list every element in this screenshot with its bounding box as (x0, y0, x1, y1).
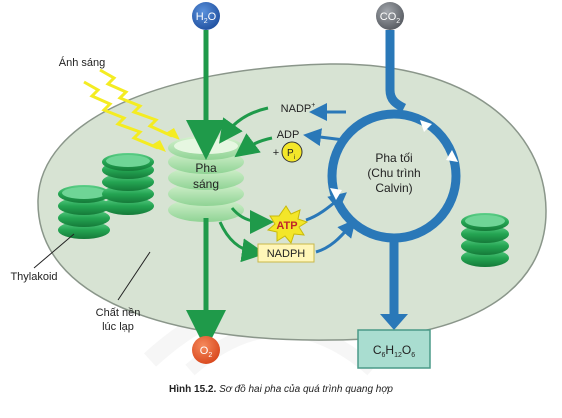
adp-label: ADP (277, 129, 300, 141)
svg-text:H2O: H2O (196, 11, 217, 25)
h2o-molecule: H2O (192, 2, 220, 30)
figure-number: Hình 15.2. (169, 384, 217, 395)
svg-text:O2: O2 (200, 345, 213, 359)
h2o-o: O (208, 11, 217, 23)
h2o-h: H (196, 11, 204, 23)
o2-molecule: O2 (192, 336, 220, 364)
light-to-atp-arrow (230, 207, 274, 234)
thylakoid-label: Thylakoid (10, 271, 57, 283)
dark-phase-label-1: Pha tối (375, 151, 412, 165)
cycle-arrow-head-left (330, 188, 342, 200)
o2-o: O (200, 345, 209, 357)
cycle-arrow-head-top (420, 120, 432, 132)
svg-text:CO2: CO2 (380, 11, 401, 25)
dark-phase-label-2: (Chu trình (367, 166, 420, 180)
stroma-label-1: Chất nền (96, 307, 141, 319)
light-phase-label-2: sáng (193, 177, 219, 191)
figure-caption: Hình 15.2. Sơ đồ hai pha của quá trình q… (0, 384, 562, 395)
light-to-nadph-arrow (218, 221, 266, 263)
dark-phase-label-3: Calvin) (375, 181, 412, 195)
nadph-box: NADPH (257, 243, 315, 263)
grana-stack-right (461, 213, 509, 267)
o2-sub: 2 (208, 352, 212, 359)
atp-label: ATP (276, 220, 297, 232)
pi-plus-label: + (273, 147, 279, 159)
glucose-output-arrowhead (380, 314, 408, 330)
figure-caption-text: Sơ đồ hai pha của quá trình quang hợp (219, 384, 393, 395)
glucose-box: C6H12O6 (357, 329, 431, 369)
grana-stack-middle (102, 153, 154, 215)
co2-input-arrow (385, 30, 407, 113)
nadph-label: NADPH (267, 248, 306, 260)
adp-to-light-arrow (234, 133, 273, 158)
svg-text:C6H12O6: C6H12O6 (373, 343, 415, 359)
h2o-sub: 2 (204, 18, 208, 25)
nadp-to-light-arrow (219, 106, 269, 144)
grana-stack-left (58, 185, 110, 239)
light-label: Ánh sáng (59, 56, 105, 69)
nadp-label: NADP+ (281, 102, 316, 115)
co2-molecule: CO2 (376, 2, 404, 30)
light-phase-label-1: Pha (195, 161, 217, 175)
pi-molecule: Pi (281, 141, 303, 163)
cycle-arrow-head-right (446, 150, 458, 162)
stroma-label-2: lúc lạp (102, 321, 134, 333)
svg-text:Pi: Pi (287, 148, 295, 161)
nadph-to-calvin-arrow (315, 219, 356, 254)
sunlight-rays (83, 68, 180, 152)
atp-burst: ATP (266, 205, 309, 244)
thylakoid-leader (33, 233, 75, 269)
stroma-leader (117, 251, 151, 301)
